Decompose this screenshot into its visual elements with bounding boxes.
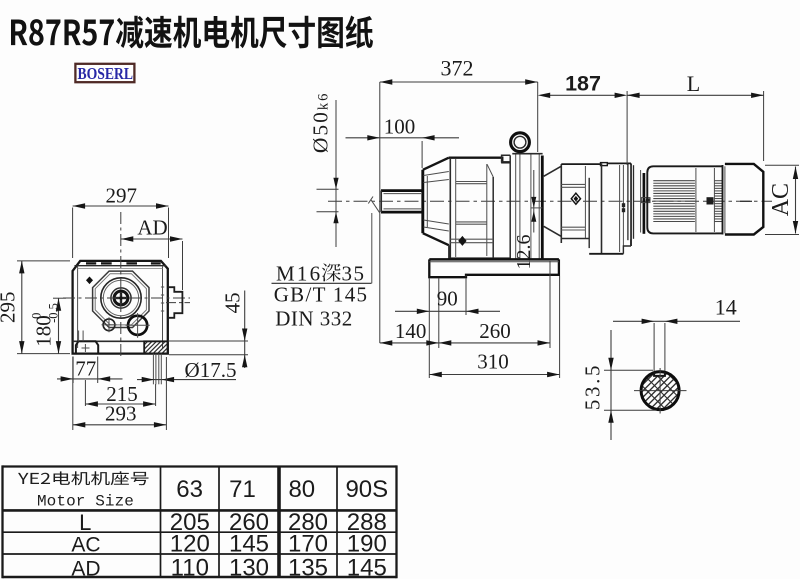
- svg-text:170: 170: [288, 531, 328, 558]
- svg-text:293: 293: [105, 401, 137, 425]
- svg-text:120: 120: [170, 531, 210, 558]
- svg-text:145: 145: [347, 554, 387, 579]
- svg-text:135: 135: [288, 554, 328, 579]
- svg-text:260: 260: [229, 509, 269, 536]
- svg-text:Ø17.5: Ø17.5: [185, 358, 237, 382]
- svg-text:288: 288: [347, 509, 387, 536]
- svg-text:35: 35: [342, 262, 366, 286]
- svg-text:AD: AD: [137, 216, 167, 240]
- svg-text:100: 100: [384, 115, 416, 139]
- svg-text:AC: AC: [768, 183, 794, 216]
- svg-text:295: 295: [0, 292, 20, 324]
- svg-text:DIN 332: DIN 332: [275, 307, 353, 331]
- svg-text:215: 215: [106, 382, 138, 406]
- svg-text:280: 280: [288, 509, 328, 536]
- svg-text:BOSERL: BOSERL: [78, 64, 134, 83]
- svg-text:130: 130: [229, 554, 269, 579]
- svg-text:L: L: [79, 510, 91, 535]
- svg-text:310: 310: [477, 350, 509, 374]
- svg-text:-0.5: -0.5: [47, 303, 61, 323]
- svg-text:180: 180: [32, 315, 56, 347]
- svg-text:0: 0: [30, 313, 44, 319]
- svg-text:110: 110: [171, 554, 209, 579]
- svg-text:77: 77: [75, 357, 96, 381]
- svg-text:205: 205: [170, 509, 210, 536]
- svg-text:187: 187: [565, 72, 601, 96]
- svg-text:14: 14: [715, 295, 737, 320]
- svg-text:63: 63: [176, 476, 203, 503]
- svg-text:L: L: [687, 71, 700, 96]
- svg-text:Motor Size: Motor Size: [37, 493, 134, 511]
- svg-text:297: 297: [106, 184, 138, 208]
- svg-text:AD: AD: [71, 557, 100, 579]
- svg-text:372: 372: [441, 56, 474, 81]
- svg-text:90S: 90S: [345, 476, 388, 503]
- svg-text:12.6: 12.6: [513, 235, 535, 270]
- svg-text:AC: AC: [71, 534, 100, 557]
- svg-text:145: 145: [229, 531, 269, 558]
- svg-text:190: 190: [347, 531, 387, 558]
- svg-text:53.5: 53.5: [581, 363, 605, 410]
- svg-text:90: 90: [437, 287, 458, 311]
- svg-text:M16: M16: [276, 262, 322, 286]
- svg-text:80: 80: [288, 476, 315, 503]
- svg-text:45: 45: [221, 292, 245, 313]
- svg-text:GB/T 145: GB/T 145: [274, 283, 369, 307]
- svg-text:140: 140: [395, 319, 427, 343]
- svg-text:260: 260: [479, 319, 511, 343]
- svg-text:Ø50k6: Ø50k6: [308, 92, 332, 154]
- svg-text:71: 71: [229, 476, 256, 503]
